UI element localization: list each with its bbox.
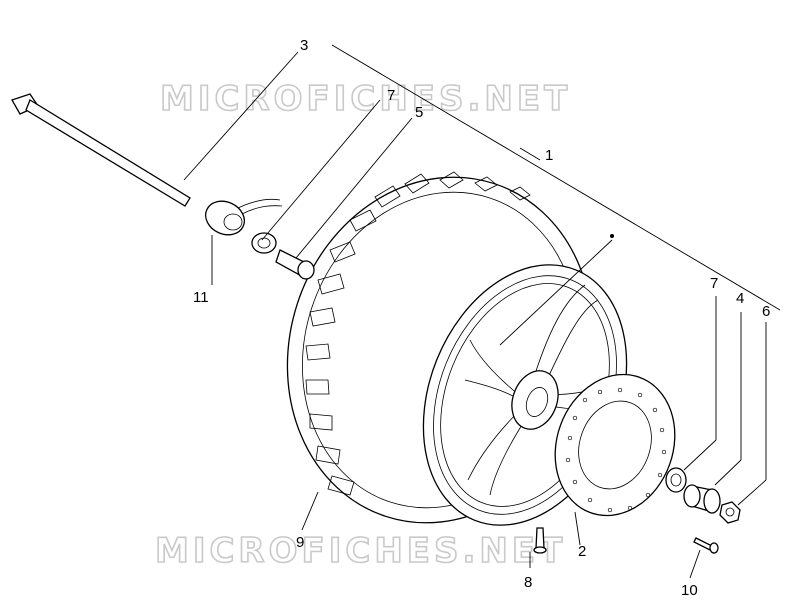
label-1: 1 [545,147,553,164]
bearing-right [665,467,687,493]
speedometer-drive [205,198,283,236]
label-8: 8 [524,574,532,591]
bushing [275,249,315,280]
label-11: 11 [193,289,209,306]
label-7-right: 7 [710,275,718,292]
disc-screw [693,537,719,554]
leader-lines [183,44,781,579]
spacer [683,484,721,514]
label-5: 5 [415,104,423,121]
watermark-top: MICROFICHES.NET [160,79,571,119]
label-4: 4 [736,290,744,307]
bearing-left [251,232,277,254]
label-6: 6 [762,303,770,320]
watermark-bottom: MICROFICHES.NET [155,531,566,571]
valve [533,527,547,554]
wheel-axle [11,93,191,207]
label-9: 9 [296,534,304,551]
nut [719,501,741,524]
label-10: 10 [681,582,698,599]
label-3: 3 [300,37,308,54]
label-7-left: 7 [387,87,395,104]
brake-disc [554,373,676,517]
label-2: 2 [578,543,586,560]
